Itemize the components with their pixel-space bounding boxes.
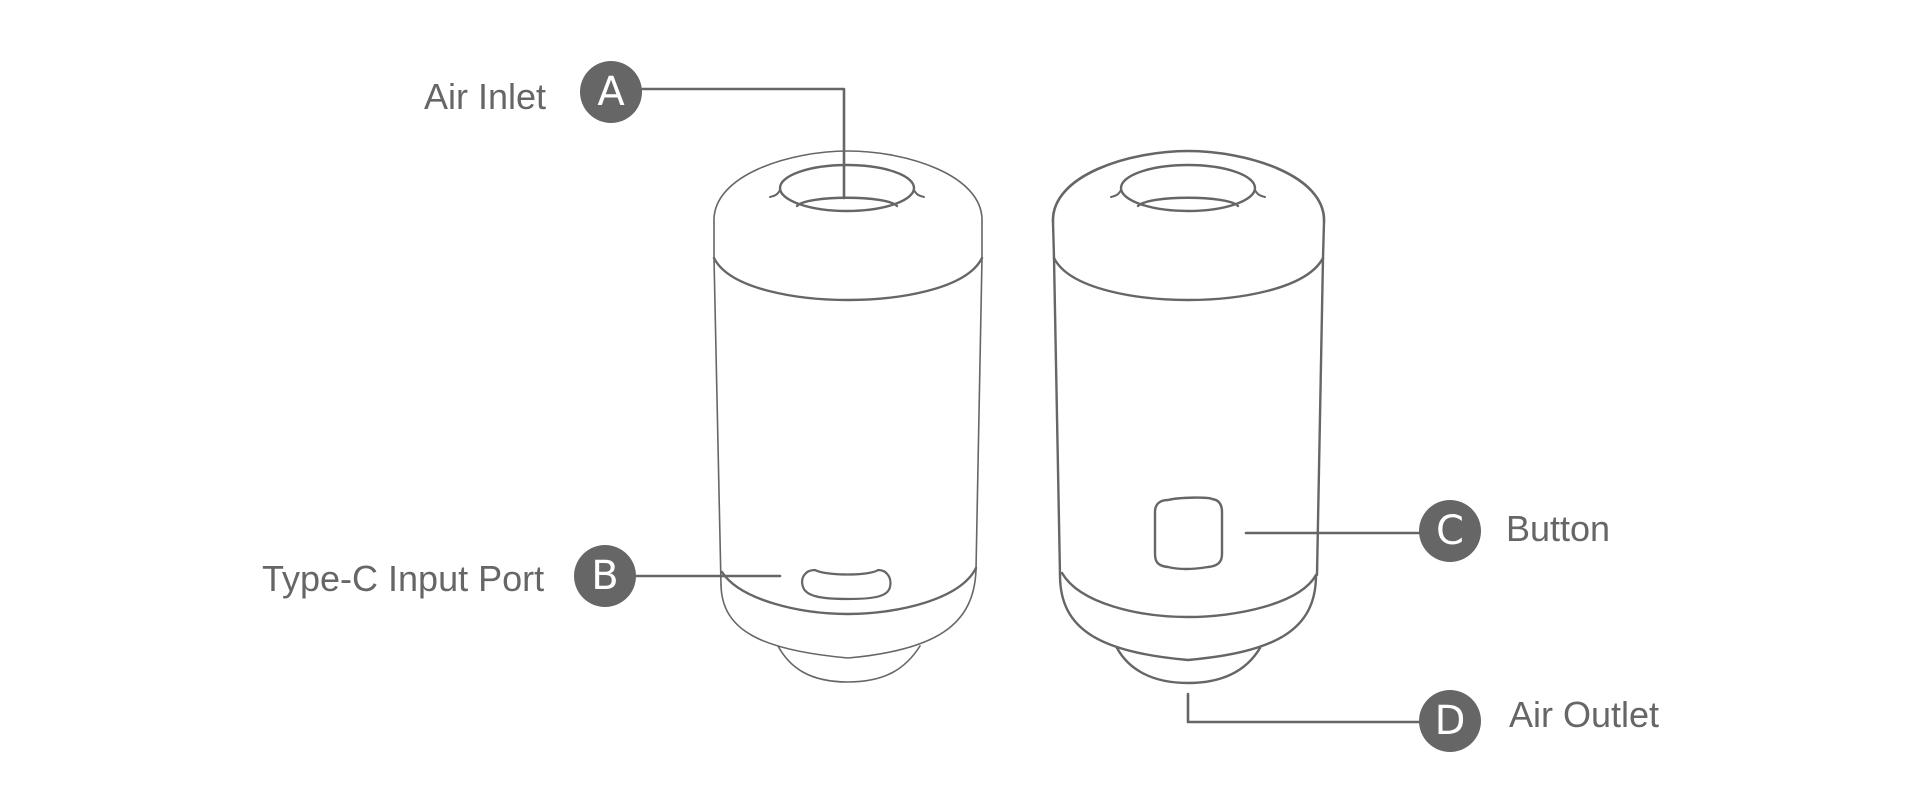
callout-badge-a: A xyxy=(580,61,642,123)
callout-badge-c: C xyxy=(1419,500,1481,562)
callout-badge-d: D xyxy=(1419,690,1481,752)
leader-line-a xyxy=(640,87,846,200)
callout-label-type-c-input-port: Type-C Input Port xyxy=(262,558,545,599)
callout-label-air-inlet: Air Inlet xyxy=(424,76,547,117)
right-device-back-view xyxy=(1051,149,1326,685)
callout-badge-b: B xyxy=(574,545,636,607)
left-device-front-view xyxy=(712,150,984,683)
callout-label-air-outlet: Air Outlet xyxy=(1509,694,1660,735)
callout-label-button: Button xyxy=(1506,508,1611,549)
leader-line-d xyxy=(1186,692,1422,724)
button-shape xyxy=(1153,496,1224,571)
leader-lines xyxy=(634,87,1422,724)
